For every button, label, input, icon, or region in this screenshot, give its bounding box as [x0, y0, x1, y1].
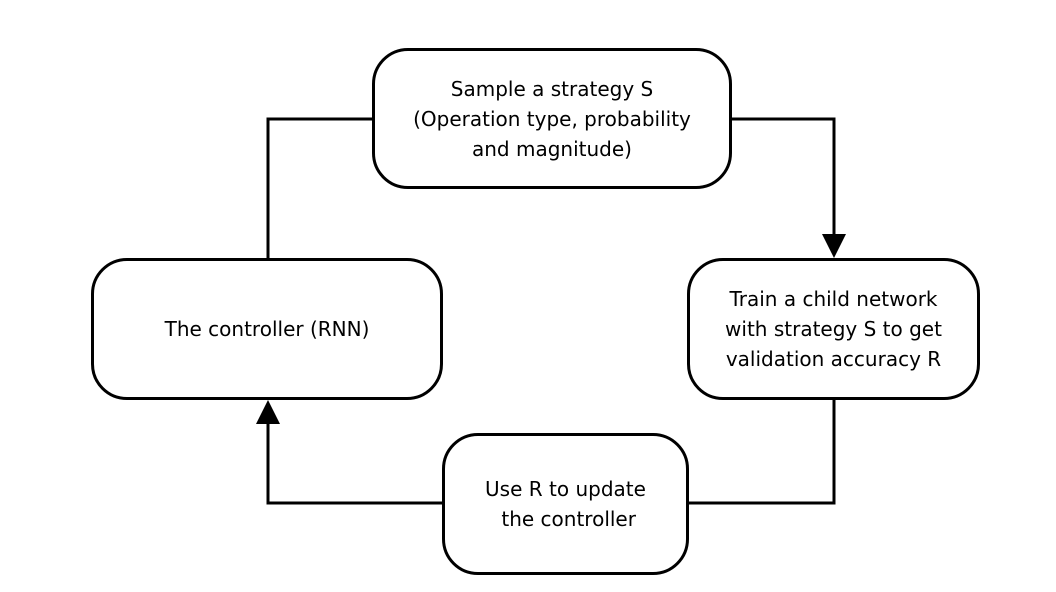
update-controller-node: Use R to update the controller — [442, 433, 689, 575]
arrowhead-down-icon — [822, 234, 846, 258]
node-text-line: Sample a strategy S — [450, 76, 654, 101]
node-text-line: and magnitude) — [472, 136, 632, 161]
edge-update-to-controller — [266, 420, 442, 505]
edge-controller-to-sample — [266, 117, 372, 258]
sample-strategy-node: Sample a strategy S (Operation type, pro… — [372, 48, 732, 189]
arrowhead-up-icon — [256, 400, 280, 424]
edge-train-to-update — [689, 400, 836, 505]
edge-sample-to-train — [732, 117, 836, 238]
node-text-line: The controller (RNN) — [164, 317, 370, 341]
node-text-line: (Operation type, probability — [413, 106, 691, 131]
node-text-line: the controller — [495, 507, 636, 531]
node-text-line: validation accuracy R — [725, 347, 942, 371]
train-child-network-node: Train a child network with strategy S to… — [687, 258, 980, 400]
controller-node: The controller (RNN) — [91, 258, 443, 400]
node-text-line: Train a child network — [729, 287, 938, 311]
node-text-line: Use R to update — [485, 477, 646, 501]
node-text-line: with strategy S to get — [725, 317, 942, 341]
